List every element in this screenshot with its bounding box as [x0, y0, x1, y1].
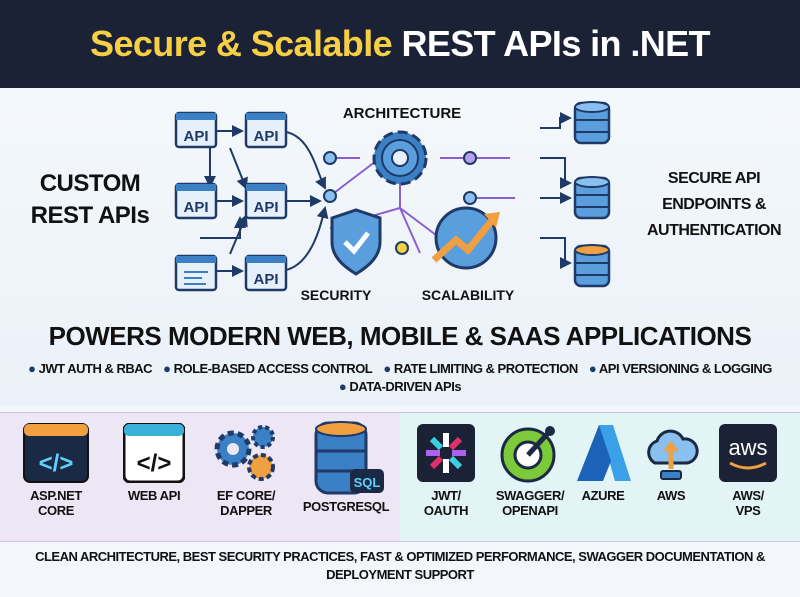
api-box-label: API [253, 271, 278, 288]
header-banner: Secure & Scalable REST APIs in .NET [0, 0, 800, 88]
bullet-text: DATA-DRIVEN APIs [349, 379, 462, 394]
left-title-line: REST APIs [30, 202, 150, 229]
title-rest: REST APIs in .NET [401, 23, 710, 64]
svg-text:</>: </> [137, 450, 172, 477]
tech-label-line: VPS [735, 503, 761, 518]
aws-logo-text: aws [728, 435, 767, 460]
sql-badge: SQL [354, 475, 381, 490]
tech-label-line: OPENAPI [502, 503, 558, 518]
tech-web-api: </> WEB API [110, 423, 198, 503]
tech-label: ASP.NET CORE [30, 488, 82, 518]
architecture-diagram: API API API API API ARCHITECTURE SECURIT… [174, 101, 611, 303]
code-window-icon: </> [23, 423, 89, 483]
feature-bullets: ● JWT AUTH & RBAC ● ROLE-BASED ACCESS CO… [10, 360, 790, 396]
tech-aws-vps: aws AWS/VPS [708, 423, 788, 518]
tech-aspnet-core: </> ASP.NET CORE [12, 423, 100, 518]
database-icons [573, 101, 611, 288]
bullet-item: ● API VERSIONING & LOGGING [588, 361, 772, 376]
shield-check-icon [330, 208, 382, 276]
bullet-text: API VERSIONING & LOGGING [598, 361, 772, 376]
tech-label: SWAGGER/OPENAPI [486, 488, 574, 518]
architecture-label: ARCHITECTURE [343, 105, 461, 122]
bullet-item: ● RATE LIMITING & PROTECTION [383, 361, 578, 376]
jwt-icon [417, 424, 475, 482]
right-title-line: SECURE API [667, 170, 761, 187]
aws-logo-icon: aws [719, 424, 777, 482]
bullet-text: RATE LIMITING & PROTECTION [393, 361, 578, 376]
bullet-text: JWT AUTH & RBAC [38, 361, 153, 376]
connector-arrows [200, 112, 572, 277]
tech-label: AZURE [581, 488, 625, 503]
bullet-item: ● DATA-DRIVEN APIs [338, 379, 462, 394]
headline-text: POWERS MODERN WEB, MOBILE & SAAS APPLICA… [48, 321, 752, 351]
secure-endpoints-title: SECURE API ENDPOINTS & AUTHENTICATION [630, 166, 798, 244]
footer-tagline: CLEAN ARCHITECTURE, BEST SECURITY PRACTI… [10, 548, 790, 584]
headline: POWERS MODERN WEB, MOBILE & SAAS APPLICA… [10, 320, 790, 352]
bullet-item: ● JWT AUTH & RBAC [28, 361, 152, 376]
tech-label-line: EF CORE/ [216, 488, 276, 503]
api-box-label: API [183, 128, 208, 145]
azure-icon [577, 425, 631, 481]
tech-label-line: OAUTH [423, 503, 469, 518]
tech-label-line: SWAGGER/ [495, 488, 565, 503]
backend-stack-panel: </> ASP.NET CORE </> WEB API EF CORE/DAP… [0, 413, 400, 541]
tech-label: AWS/VPS [708, 488, 788, 518]
tech-label: POSTGRESQL [302, 499, 390, 514]
bullet-text: ROLE-BASED ACCESS CONTROL [173, 361, 373, 376]
tech-label-line: JWT/ [431, 488, 461, 503]
left-title-line: CUSTOM [39, 170, 141, 197]
tech-label-line: DAPPER [220, 503, 272, 518]
hero-section: CUSTOM REST APIs API API API API API ARC [0, 88, 800, 406]
gear-icon [372, 130, 428, 186]
scalability-label: SCALABILITY [422, 287, 515, 303]
api-box-label: API [253, 128, 278, 145]
security-label: SECURITY [301, 287, 372, 303]
right-title-line: AUTHENTICATION [646, 222, 782, 239]
tech-label: EF CORE/DAPPER [202, 488, 290, 518]
tech-ef-core-dapper: EF CORE/DAPPER [202, 423, 290, 518]
web-api-icon: </> [123, 423, 185, 483]
tech-postgresql: SQL POSTGRESQL [298, 419, 394, 514]
scalability-chart-icon [431, 206, 500, 270]
gears-icon [214, 425, 275, 481]
bullet-item: ● ROLE-BASED ACCESS CONTROL [163, 361, 373, 376]
tech-stack: </> ASP.NET CORE </> WEB API EF CORE/DAP… [0, 412, 800, 542]
api-boxes: API API API API API [174, 111, 288, 292]
database-sql-icon: SQL [314, 421, 384, 495]
tech-label-line: AWS/ [732, 488, 764, 503]
footer-text: CLEAN ARCHITECTURE, BEST SECURITY PRACTI… [35, 549, 765, 582]
title-highlight: Secure & Scalable [90, 23, 393, 64]
svg-text:</>: </> [39, 450, 74, 477]
tech-aws: AWS [640, 423, 702, 503]
tech-label: AWS [656, 488, 686, 503]
api-box-label: API [253, 199, 278, 216]
security-cloud-panel: JWT/OAUTH SWAGGER/OPENAPI AZURE AWS aws … [400, 413, 800, 541]
tech-azure: AZURE [568, 423, 638, 503]
tech-swagger-openapi: SWAGGER/OPENAPI [486, 423, 574, 518]
tech-jwt-oauth: JWT/OAUTH [402, 423, 490, 518]
tech-label: WEB API [127, 488, 181, 503]
cloud-upload-icon [647, 429, 699, 480]
tech-label: JWT/OAUTH [402, 488, 490, 518]
swagger-icon [500, 426, 556, 483]
page-title: Secure & Scalable REST APIs in .NET [90, 23, 711, 64]
right-title-line: ENDPOINTS & [662, 196, 766, 213]
api-box-label: API [183, 199, 208, 216]
custom-rest-apis-title: CUSTOM REST APIs [14, 168, 166, 232]
